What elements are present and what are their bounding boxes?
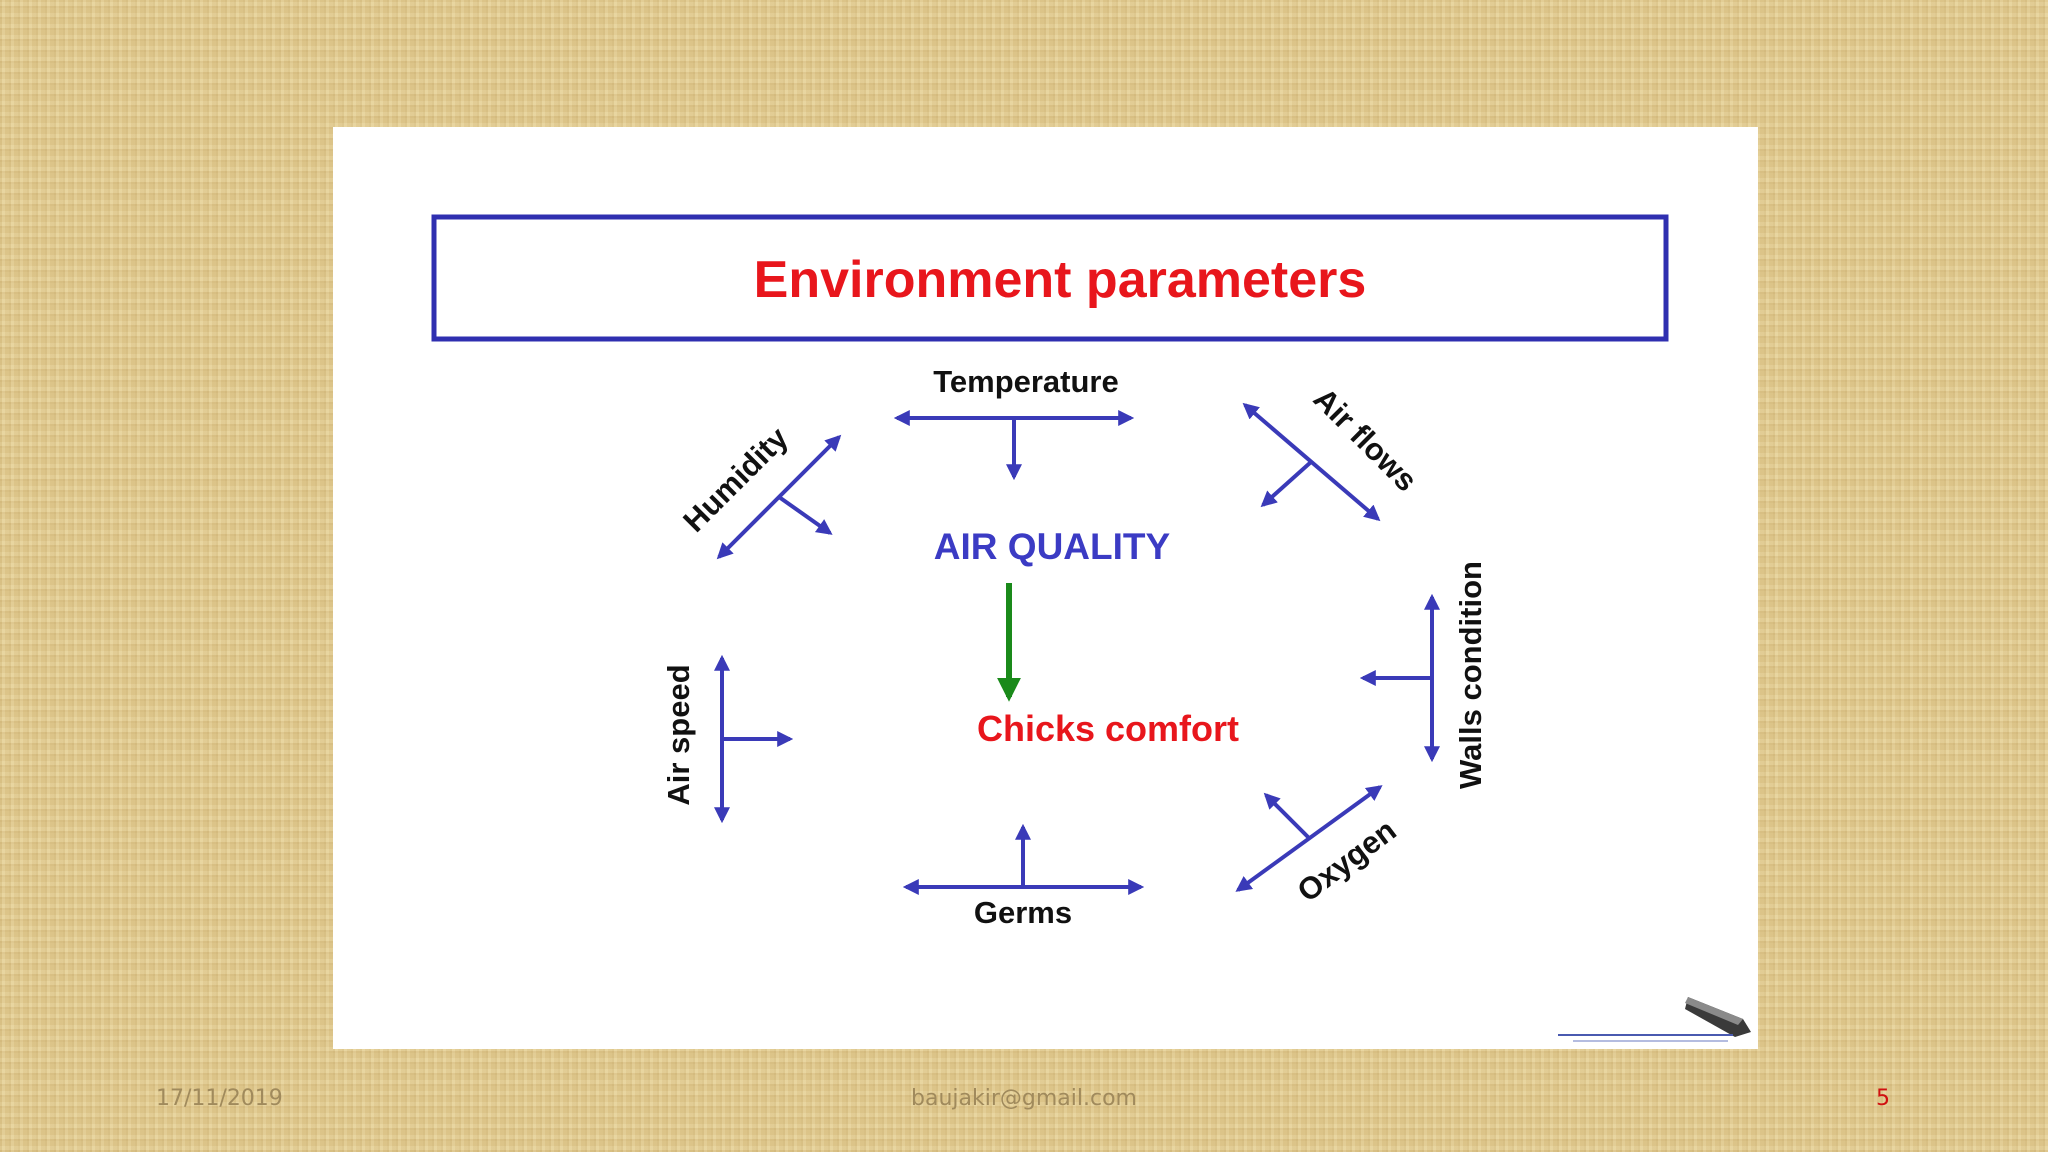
title-frame <box>431 214 1669 342</box>
label-walls-condition: Walls condition <box>1453 561 1488 789</box>
label-germs: Germs <box>974 895 1072 930</box>
footer-date: 17/11/2019 <box>156 1086 283 1111</box>
footer-email: baujakir@gmail.com <box>911 1086 1137 1111</box>
air-speed-arrows <box>714 654 794 824</box>
label-oxygen: Oxygen <box>1291 812 1403 908</box>
publisher-logo <box>1558 997 1751 1042</box>
chicks-comfort-label: Chicks comfort <box>977 708 1239 749</box>
humidity-arrows <box>716 434 842 560</box>
slide-number: 5 <box>1876 1086 1890 1111</box>
label-air-speed: Air speed <box>661 664 696 805</box>
slide-picture: Environment parameters Temperature Humid… <box>333 127 1758 1049</box>
label-humidity: Humidity <box>676 420 795 539</box>
label-temperature: Temperature <box>933 364 1119 399</box>
temperature-arrows <box>893 410 1135 481</box>
label-air-flows: Air flows <box>1307 381 1424 498</box>
air-quality-label: AIR QUALITY <box>934 526 1171 567</box>
slide-title: Environment parameters <box>754 251 1367 309</box>
walls-condition-arrows <box>1359 593 1440 763</box>
oxygen-arrows <box>1235 785 1383 892</box>
germs-arrows <box>902 823 1145 895</box>
environment-diagram: Environment parameters Temperature Humid… <box>431 214 1751 1042</box>
air-flows-arrows <box>1242 402 1381 522</box>
